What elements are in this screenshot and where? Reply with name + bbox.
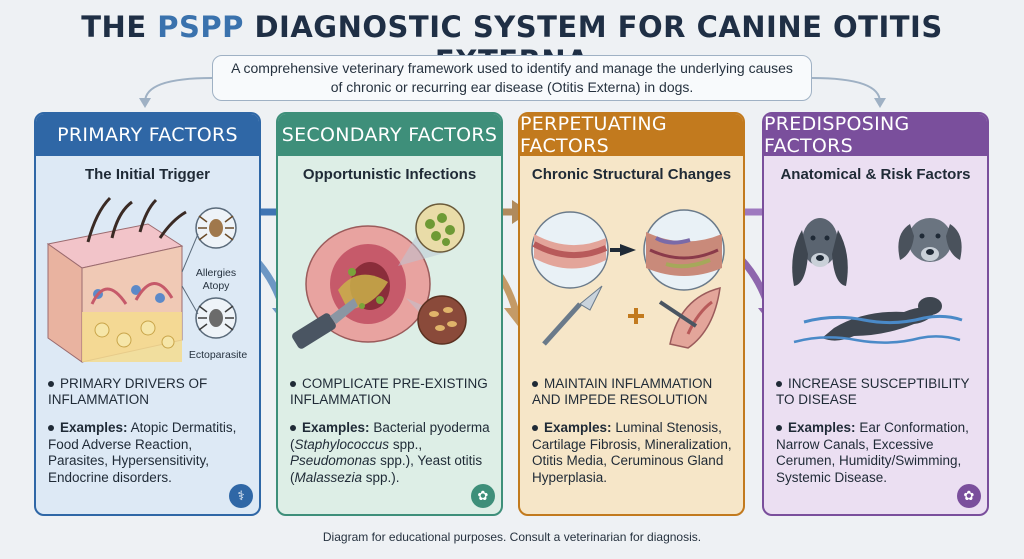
paw-icon: ✿ — [957, 484, 981, 508]
canal-changes-illustration — [531, 209, 725, 349]
card-primary-head: PRIMARY FACTORS — [36, 114, 259, 156]
card-secondary-factors: SECONDARY FACTORS Opportunistic Infectio… — [276, 112, 503, 516]
label-allergies: Allergies — [196, 267, 236, 279]
dogs-illustration — [792, 218, 963, 344]
page-title: THE PSPP DIAGNOSTIC SYSTEM FOR CANINE OT… — [81, 10, 943, 78]
card-perpetuating-examples: Examples: Luminal Stenosis, Cartilage Fi… — [532, 420, 732, 485]
card-primary-factors: PRIMARY FACTORS The Initial Trigger Alle… — [34, 112, 261, 516]
subtitle-box: A comprehensive veterinary framework use… — [212, 55, 812, 101]
card-predisposing-factors: PREDISPOSING FACTORS Anatomical & Risk F… — [762, 112, 989, 516]
card-predisposing-subtitle: Anatomical & Risk Factors — [780, 166, 971, 183]
dog-head-icon-2 — [898, 218, 962, 262]
swimming-dog-icon — [793, 297, 963, 344]
ear-canal-infection-illustration — [292, 203, 467, 349]
card-secondary-subtitle: Opportunistic Infections — [302, 166, 477, 183]
paw-icon: ✿ — [471, 484, 495, 508]
card-primary-subtitle: The Initial Trigger — [84, 166, 211, 183]
card-secondary-examples: Examples: Bacterial pyoderma (Staphyloco… — [290, 420, 490, 485]
card-primary-examples: Examples: Atopic Dermatitis, Food Advers… — [48, 420, 237, 485]
skin-layers-illustration: Allergies Atopy Ectoparasite — [46, 196, 248, 363]
dog-head-icon — [792, 218, 848, 286]
card-secondary-bullet: Complicate pre-existing inflammation — [290, 376, 488, 407]
card-perpetuating-bullet: Maintain inflammation and impede resolut… — [532, 376, 713, 407]
card-predisposing-bullet: Increase susceptibility to disease — [776, 376, 970, 407]
card-predisposing-head: PREDISPOSING FACTORS — [764, 114, 987, 157]
card-secondary-head: SECONDARY FACTORS — [278, 114, 501, 156]
card-perpetuating-subtitle: Chronic Structural Changes — [531, 166, 732, 183]
card-primary-bullet: Primary drivers of inflammation — [48, 376, 208, 407]
card-perpetuating-head: PERPETUATING FACTORS — [520, 114, 743, 157]
stethoscope-icon: ⚕ — [229, 484, 253, 508]
card-perpetuating-factors: PERPETUATING FACTORS Chronic Structural … — [518, 112, 745, 516]
subtitle-text: A comprehensive veterinary framework use… — [231, 60, 793, 95]
label-ectoparasite: Ectoparasite — [189, 349, 248, 361]
footer-disclaimer: Diagram for educational purposes. Consul… — [322, 530, 702, 544]
card-predisposing-examples: Examples: Ear Conformation, Narrow Canal… — [776, 420, 969, 485]
title-highlight: PSPP — [157, 10, 244, 44]
label-atopy: Atopy — [203, 280, 231, 292]
